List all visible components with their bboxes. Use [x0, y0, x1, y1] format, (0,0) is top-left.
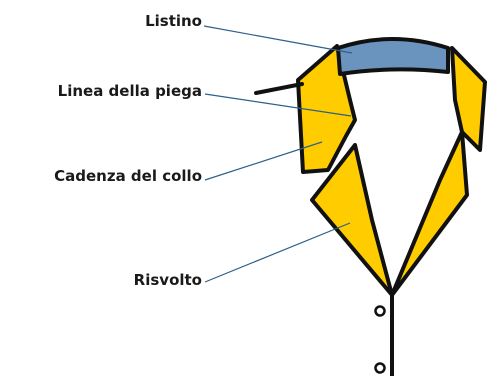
collar-fall-left: [296, 44, 357, 174]
label-listino: Listino: [145, 12, 202, 30]
collar-strap: [254, 82, 304, 95]
collar-band: [336, 37, 450, 76]
collar-fall-right: [450, 46, 487, 152]
label-cadenza-collo: Cadenza del collo: [54, 167, 202, 185]
label-linea-piega: Linea della piega: [57, 82, 202, 100]
leader-cadenza-collo: [204, 141, 323, 181]
button-top: [374, 305, 386, 317]
label-risvolto: Risvolto: [133, 271, 202, 289]
shirt-body: [326, 48, 460, 290]
leader-linea-piega: [204, 93, 352, 117]
leader-listino: [203, 25, 353, 54]
leader-risvolto: [204, 222, 351, 283]
button-bottom: [374, 362, 386, 374]
